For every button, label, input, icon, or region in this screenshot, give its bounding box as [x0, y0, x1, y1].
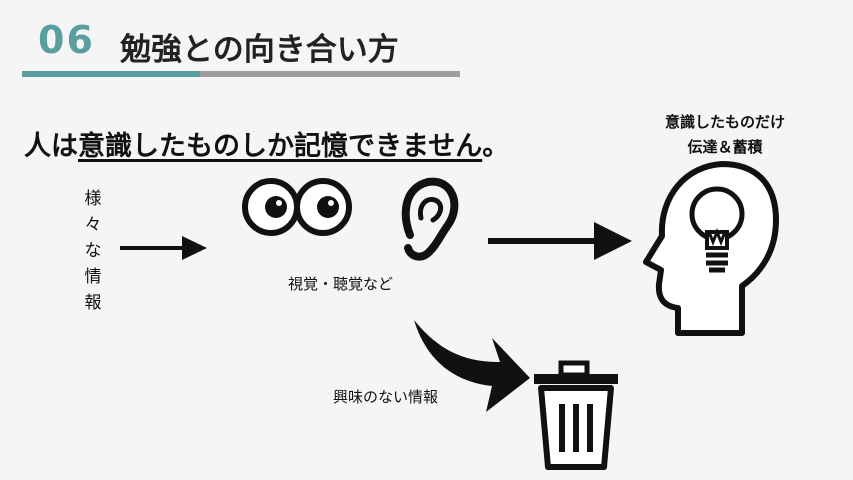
eyes-icon — [242, 178, 352, 236]
trash-can-icon — [534, 360, 618, 470]
input-info-char: 情 — [84, 267, 102, 287]
uninteresting-caption: 興味のない情報 — [333, 388, 439, 406]
input-info-char: 々 — [84, 215, 102, 235]
input-arrow — [120, 236, 207, 260]
headline-suffix: 。 — [482, 131, 510, 162]
title-underline-accent — [22, 71, 200, 77]
brain-caption-line2: 伝達＆蓄積 — [687, 138, 763, 156]
headline-underlined: 意識したものしか記憶できません — [78, 131, 483, 162]
ear-icon — [401, 177, 459, 261]
discard-arrow — [414, 320, 530, 412]
section-number: 06 — [38, 18, 95, 62]
input-info-char: な — [84, 241, 102, 261]
brain-caption-line1: 意識したものだけ — [664, 113, 785, 131]
to-brain-arrow — [488, 222, 632, 260]
brain-caption: 意識したものだけ 伝達＆蓄積 — [640, 110, 810, 160]
input-info-label: 様 々 な 情 報 — [82, 186, 104, 316]
headline-prefix: 人は — [24, 131, 78, 162]
head-lightbulb-icon — [643, 161, 779, 336]
title-underline — [200, 71, 460, 77]
senses-caption: 視覚・聴覚など — [288, 275, 394, 293]
headline: 人は意識したものしか記憶できません。 — [24, 124, 509, 163]
input-info-char: 様 — [84, 189, 102, 209]
page-title: 勉強との向き合い方 — [120, 32, 399, 68]
input-info-char: 報 — [84, 293, 102, 313]
